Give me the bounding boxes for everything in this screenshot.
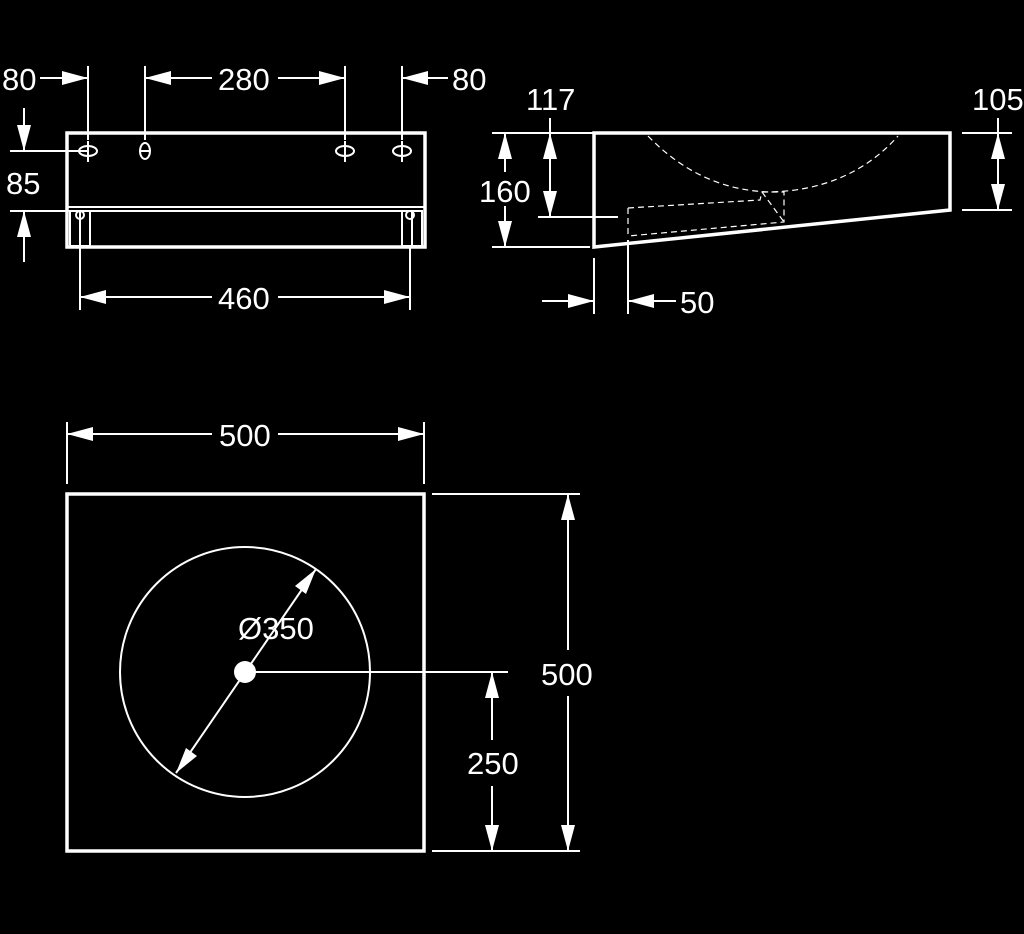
dim-width-label: 500 [219,418,271,453]
front-view: 80 280 80 85 [2,62,486,316]
dim-right-offset-label: 80 [452,62,486,97]
dim-left-height-label: 117 [526,82,575,117]
dim-drain-offset: 50 [542,240,714,320]
side-view-hidden-bowl [647,135,899,193]
dim-left-height: 117 [526,82,575,217]
dim-depth-label: 500 [541,657,593,692]
side-view: 117 160 105 50 [479,82,1024,320]
dim-bottom-width: 460 [79,246,411,316]
dim-width: 500 [66,418,425,484]
dim-drain-position-label: 250 [467,746,519,781]
dim-total-height-label: 160 [479,174,531,209]
dim-left-offset: 80 [2,62,88,97]
dim-bowl-diameter-label: Ø350 [238,611,314,646]
mounting-hole-2 [139,142,151,160]
dim-depth: 500 [432,493,593,852]
top-view: Ø350 500 500 25 [65,418,593,853]
dim-right-height: 105 [972,82,1024,210]
dim-top-height: 85 [6,108,88,262]
mounting-hole-5 [75,210,415,220]
dim-hole-spacing: 280 [145,62,345,97]
dim-drain-position: 250 [245,671,519,851]
mounting-hole-3 [335,141,355,162]
dim-top-height-label: 85 [6,166,40,201]
dim-bottom-width-label: 460 [218,281,270,316]
dim-drain-offset-label: 50 [680,285,714,320]
dim-hole-spacing-label: 280 [218,62,270,97]
side-view-body [592,131,952,249]
dim-left-offset-label: 80 [2,62,36,97]
dim-right-height-label: 105 [972,82,1024,117]
dim-total-height: 160 [479,133,531,247]
front-view-body [65,131,427,249]
mounting-hole-4 [392,141,412,162]
dim-right-offset: 80 [402,62,486,97]
